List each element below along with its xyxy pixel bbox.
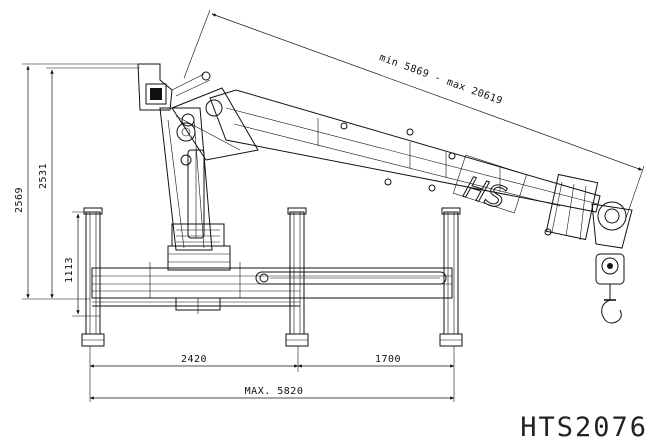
- boom-logo: HS: [460, 170, 510, 216]
- base-height-label: 1113: [64, 257, 75, 283]
- boom-reach-label: min 5869 - max 20619: [378, 52, 504, 107]
- outrigger-legs: [81, 207, 463, 347]
- model-label: HTS2076: [520, 412, 648, 443]
- dimension-lines: [22, 9, 645, 402]
- crane-column: [159, 107, 225, 251]
- rear-span-label: 1700: [375, 354, 401, 365]
- main-boom: HS: [171, 87, 601, 236]
- overall-height-label: 2569: [14, 187, 25, 213]
- operator-seat: [137, 63, 211, 111]
- max-span-label: MAX. 5820: [245, 386, 304, 397]
- boom-tip-assembly: [545, 173, 633, 324]
- dimension-labels: 2569 2531 1113 min 5869 - max 20619 2420…: [14, 52, 504, 397]
- front-span-label: 2420: [181, 354, 207, 365]
- column-height-label: 2531: [38, 163, 49, 189]
- base-frame: [91, 245, 453, 314]
